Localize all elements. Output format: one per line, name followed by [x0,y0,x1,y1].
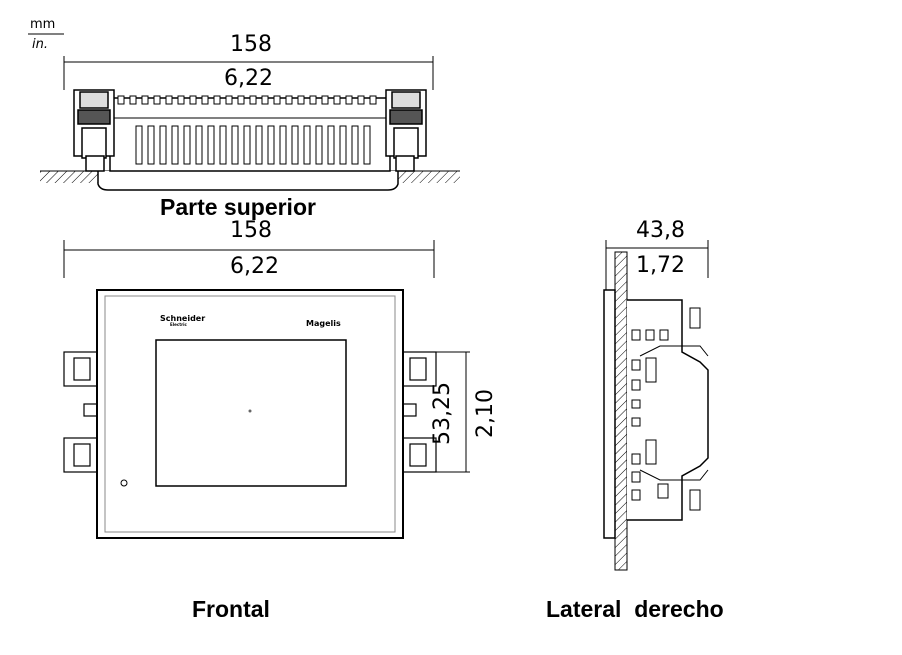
status-led [120,479,128,487]
top-view-drawing [40,56,460,191]
side-view-label: Lateral derecho [546,596,724,622]
top-view-label: Parte superior [160,194,316,220]
brand-left-text: Schneider [160,314,206,323]
side-depth-mm: 43,8 [636,218,685,243]
front-screen [155,339,347,487]
front-width-mm: 158 [230,218,272,243]
brand-left-subtext: Electric [170,322,187,327]
screen-center-mark [248,409,252,413]
side-view-drawing [603,240,709,571]
front-height-in: 2,10 [473,389,498,438]
brand-right-logo: Magelis [306,319,341,328]
unit-secondary: in. [32,38,48,51]
front-width-in: 6,22 [230,254,279,279]
front-height-mm: 53,25 [430,382,455,445]
top-width-in: 6,22 [224,66,273,91]
front-view-drawing [63,240,470,539]
side-panel-hatch [614,251,628,571]
unit-secondary-text: in. [32,37,48,52]
brand-left-logo: Schneider Electric [160,315,205,327]
front-bezel [96,289,404,539]
front-view-label: Frontal [192,596,270,622]
unit-primary: mm [30,17,56,32]
top-width-mm: 158 [230,32,272,57]
side-depth-in: 1,72 [636,253,685,278]
